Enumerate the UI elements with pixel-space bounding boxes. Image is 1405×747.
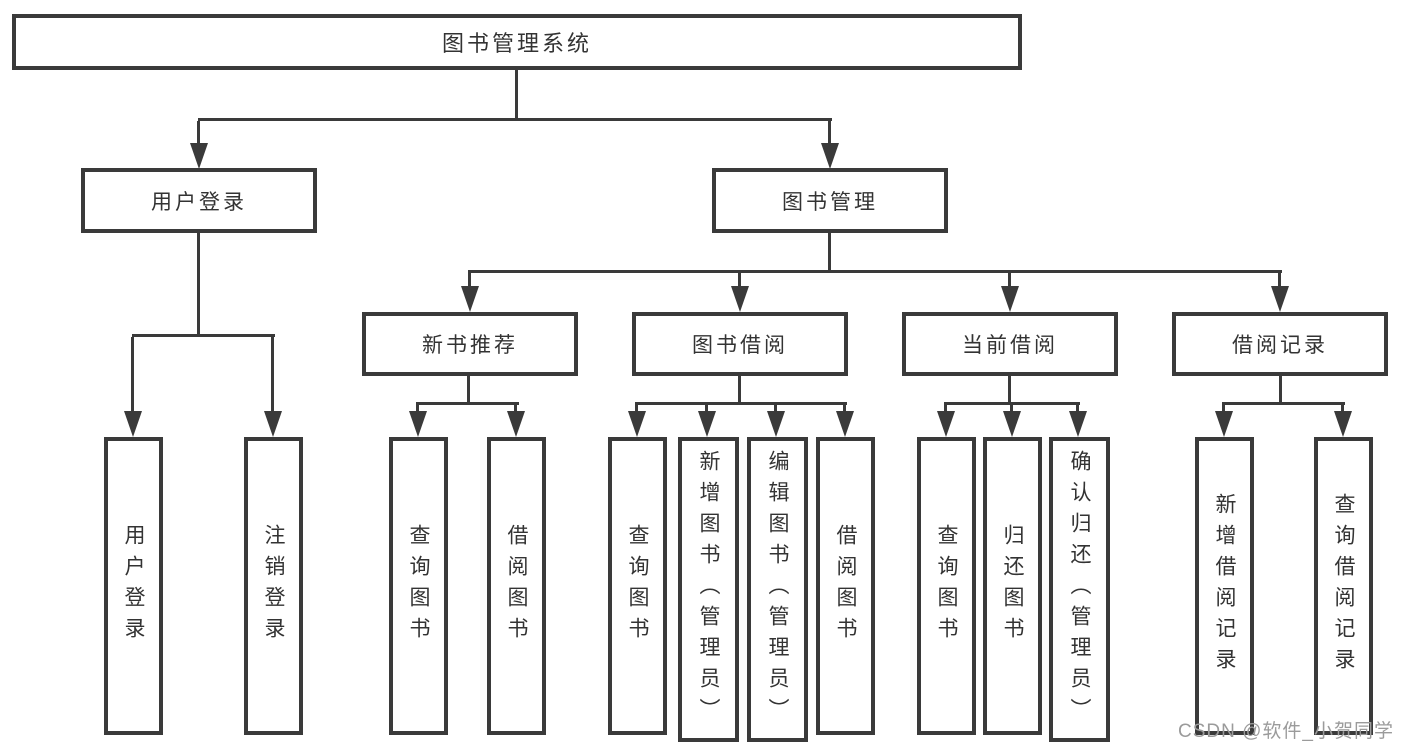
connector-line xyxy=(197,233,200,335)
connector-line xyxy=(198,118,832,121)
connector-line xyxy=(132,334,275,337)
connector-line xyxy=(416,404,419,413)
connector-line xyxy=(1222,404,1225,413)
connector-line xyxy=(738,376,741,404)
arrowhead-down-icon xyxy=(1271,286,1289,312)
connector-line xyxy=(1278,273,1281,288)
node-book-borrowing: 图书借阅 xyxy=(632,312,848,376)
node-user-login-label: 用户登录 xyxy=(151,190,247,214)
arrowhead-down-icon xyxy=(1334,411,1352,437)
connector-line xyxy=(705,404,708,413)
arrowhead-down-icon xyxy=(628,411,646,437)
leaf-cb-query-books-label: 查询图书 xyxy=(935,524,958,648)
connector-line xyxy=(944,404,947,413)
arrowhead-down-icon xyxy=(264,411,282,437)
leaf-bb-query-books-label: 查询图书 xyxy=(626,524,649,648)
connector-line xyxy=(515,70,518,119)
connector-line xyxy=(828,233,831,273)
leaf-bb-add-book-admin: 新增图书（管理员） xyxy=(678,437,739,742)
node-current-borrowing: 当前借阅 xyxy=(902,312,1118,376)
leaf-cb-return-books-label: 归还图书 xyxy=(1001,524,1024,648)
connector-line xyxy=(1010,404,1013,413)
node-library-management-system-label: 图书管理系统 xyxy=(441,31,592,56)
arrowhead-down-icon xyxy=(190,143,208,169)
leaf-logout: 注销登录 xyxy=(244,437,303,735)
leaf-br-query-borrow-record: 查询借阅记录 xyxy=(1314,437,1373,735)
node-new-book-recommend-label: 新书推荐 xyxy=(422,334,518,357)
connector-line xyxy=(514,404,517,413)
arrowhead-down-icon xyxy=(1069,411,1087,437)
arrowhead-down-icon xyxy=(937,411,955,437)
leaf-bb-borrow-books: 借阅图书 xyxy=(816,437,875,735)
connector-line xyxy=(1076,404,1079,413)
connector-line xyxy=(1008,376,1011,404)
connector-line xyxy=(416,402,519,405)
connector-line xyxy=(197,121,200,146)
node-current-borrowing-label: 当前借阅 xyxy=(962,334,1058,357)
leaf-br-add-borrow-record: 新增借阅记录 xyxy=(1195,437,1254,735)
arrowhead-down-icon xyxy=(821,143,839,169)
connector-line xyxy=(467,376,470,404)
leaf-cb-return-books: 归还图书 xyxy=(983,437,1042,735)
connector-line xyxy=(1341,404,1344,413)
node-book-management-label: 图书管理 xyxy=(782,190,878,214)
leaf-nb-borrow-books-label: 借阅图书 xyxy=(505,524,528,648)
connector-line xyxy=(1222,402,1345,405)
connector-line xyxy=(271,337,274,412)
connector-line xyxy=(131,337,134,412)
arrowhead-down-icon xyxy=(698,411,716,437)
arrowhead-down-icon xyxy=(124,411,142,437)
leaf-bb-query-books: 查询图书 xyxy=(608,437,667,735)
csdn-watermark: CSDN @软件_小贺同学 xyxy=(1178,721,1394,742)
connector-line xyxy=(944,402,1080,405)
connector-line xyxy=(774,404,777,413)
arrowhead-down-icon xyxy=(461,286,479,312)
connector-line xyxy=(468,273,471,288)
connector-line xyxy=(468,270,1282,273)
node-library-management-system: 图书管理系统 xyxy=(12,14,1022,70)
leaf-br-add-borrow-record-label: 新增借阅记录 xyxy=(1213,493,1236,679)
connector-line xyxy=(828,121,831,146)
node-book-borrowing-label: 图书借阅 xyxy=(692,334,788,357)
leaf-nb-query-books: 查询图书 xyxy=(389,437,448,735)
leaf-bb-edit-book-admin: 编辑图书（管理员） xyxy=(747,437,808,742)
arrowhead-down-icon xyxy=(409,411,427,437)
node-new-book-recommend: 新书推荐 xyxy=(362,312,578,376)
leaf-user-login-label: 用户登录 xyxy=(122,524,145,648)
leaf-br-query-borrow-record-label: 查询借阅记录 xyxy=(1332,493,1355,679)
arrowhead-down-icon xyxy=(1215,411,1233,437)
leaf-nb-query-books-label: 查询图书 xyxy=(407,524,430,648)
arrowhead-down-icon xyxy=(1003,411,1021,437)
connector-line xyxy=(843,404,846,413)
leaf-cb-query-books: 查询图书 xyxy=(917,437,976,735)
leaf-cb-confirm-return-admin-label: 确认归还（管理员） xyxy=(1068,450,1091,729)
leaf-bb-borrow-books-label: 借阅图书 xyxy=(834,524,857,648)
connector-line xyxy=(738,273,741,288)
connector-line xyxy=(635,402,847,405)
leaf-cb-confirm-return-admin: 确认归还（管理员） xyxy=(1049,437,1110,742)
arrowhead-down-icon xyxy=(507,411,525,437)
connector-line xyxy=(1008,273,1011,288)
leaf-bb-edit-book-admin-label: 编辑图书（管理员） xyxy=(766,450,789,729)
node-book-management: 图书管理 xyxy=(712,168,948,233)
arrowhead-down-icon xyxy=(767,411,785,437)
node-borrowing-records-label: 借阅记录 xyxy=(1232,334,1328,357)
connector-line xyxy=(635,404,638,413)
node-user-login: 用户登录 xyxy=(81,168,317,233)
leaf-logout-label: 注销登录 xyxy=(262,524,285,648)
leaf-bb-add-book-admin-label: 新增图书（管理员） xyxy=(697,450,720,729)
arrowhead-down-icon xyxy=(836,411,854,437)
leaf-nb-borrow-books: 借阅图书 xyxy=(487,437,546,735)
leaf-user-login: 用户登录 xyxy=(104,437,163,735)
node-borrowing-records: 借阅记录 xyxy=(1172,312,1388,376)
arrowhead-down-icon xyxy=(731,286,749,312)
connector-line xyxy=(1279,376,1282,404)
arrowhead-down-icon xyxy=(1001,286,1019,312)
